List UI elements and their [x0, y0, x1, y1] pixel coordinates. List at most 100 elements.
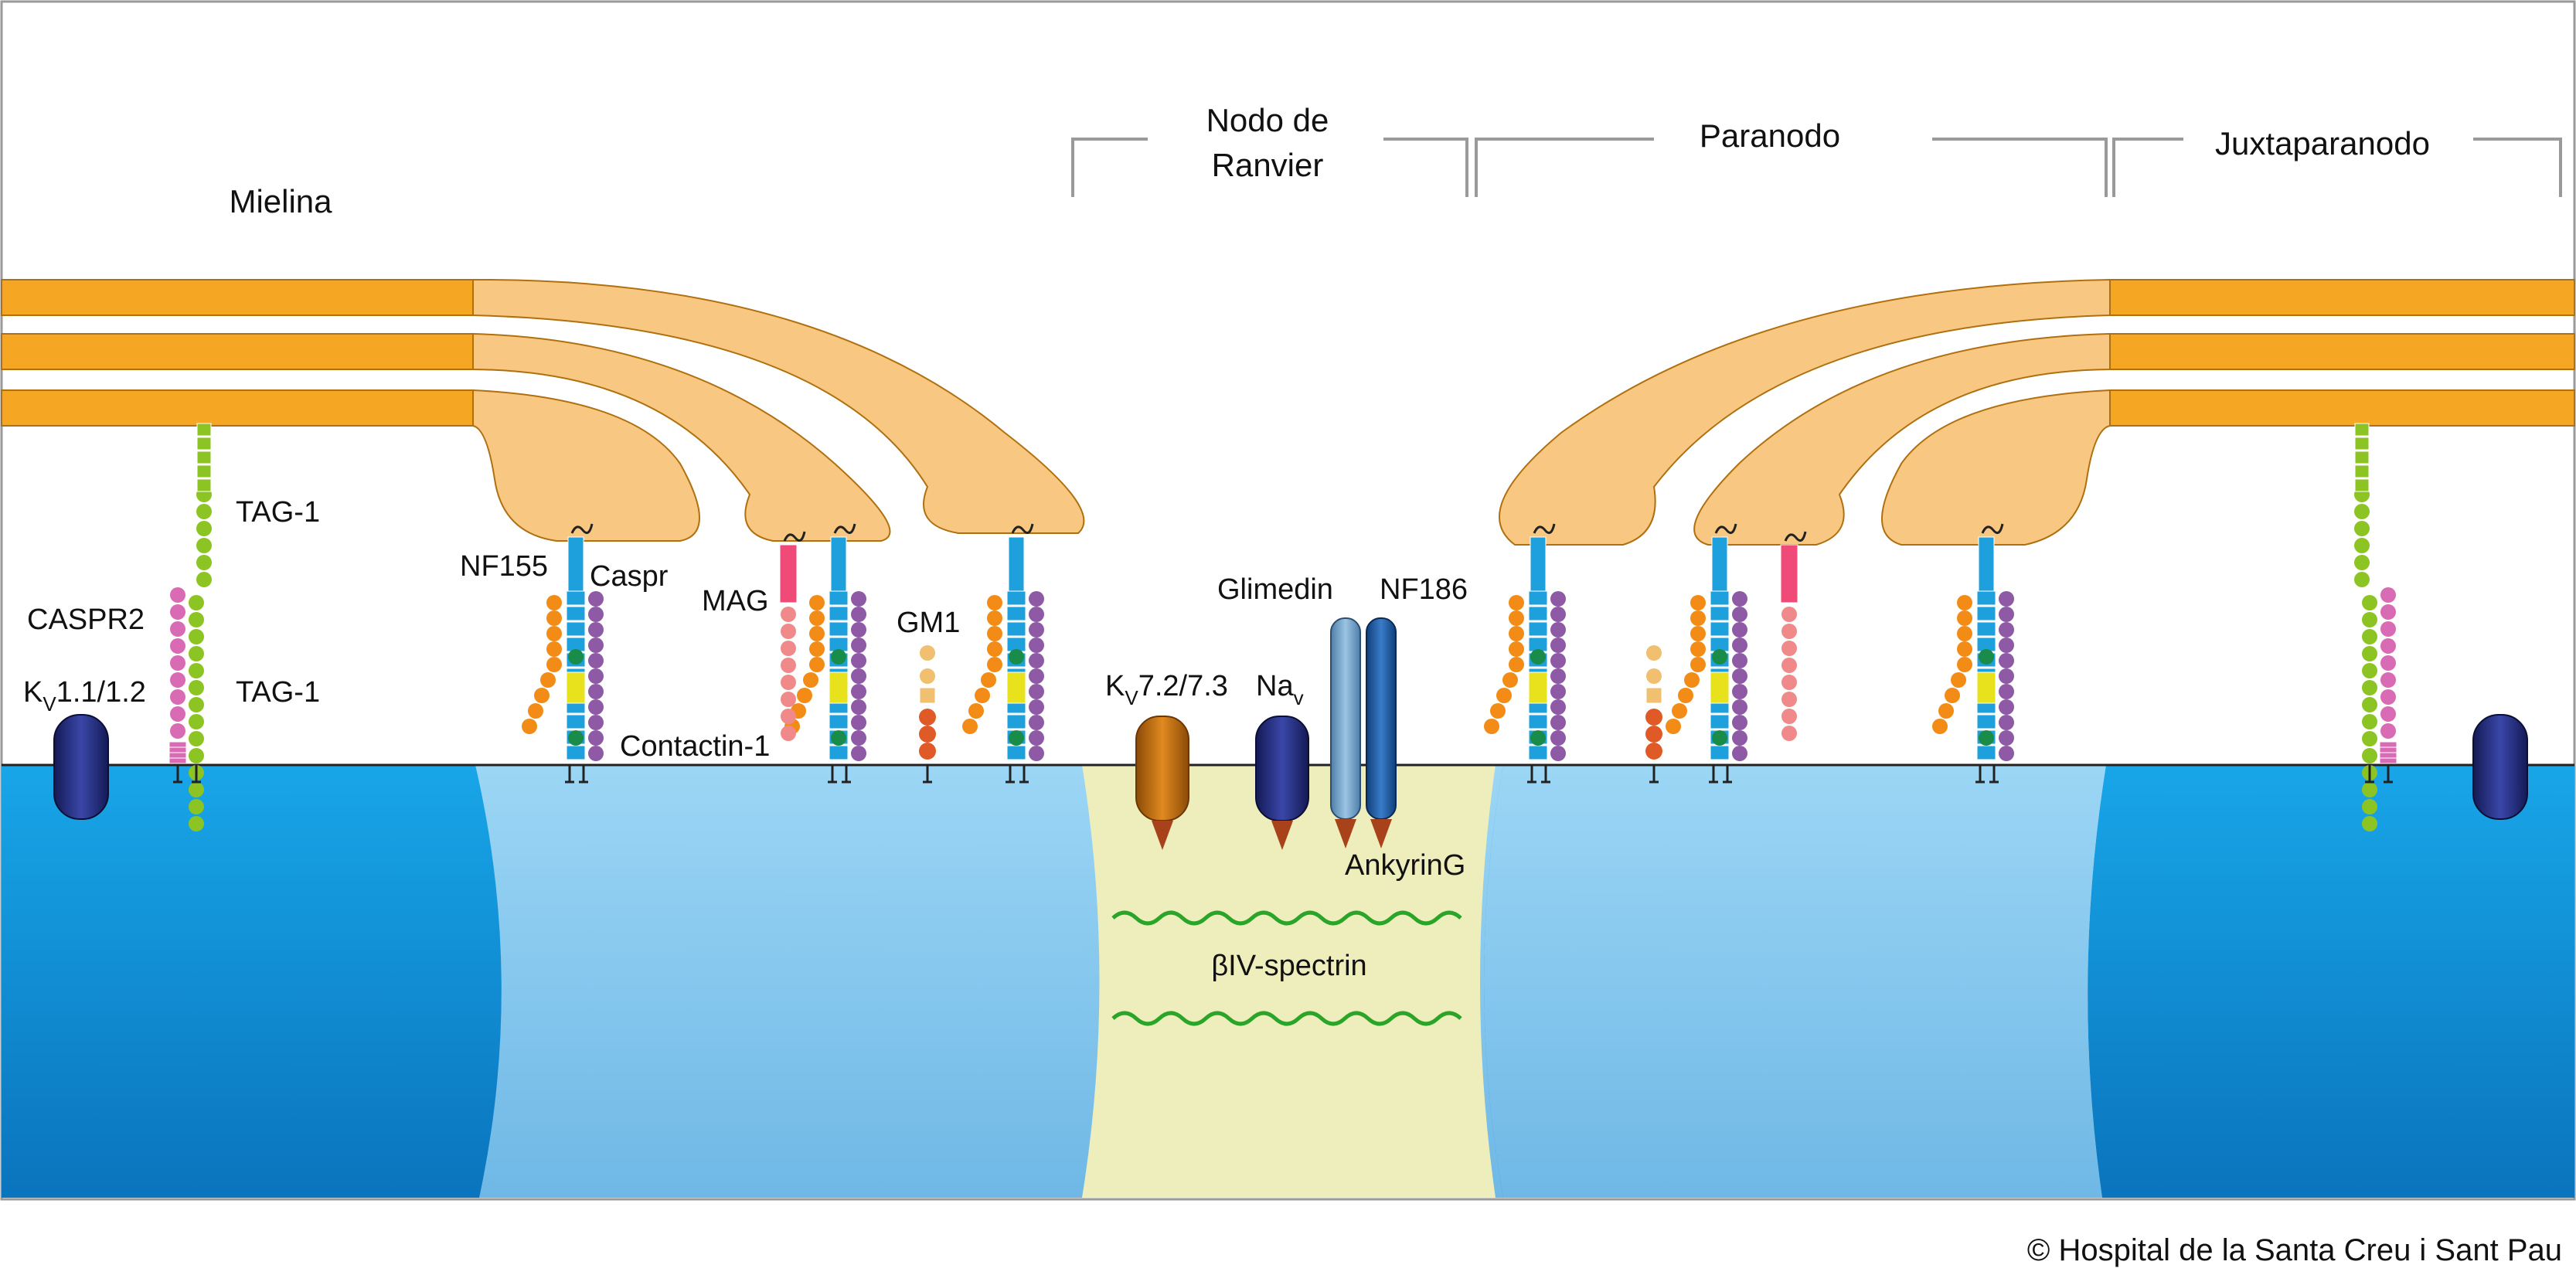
- gm1-sugar: [920, 645, 935, 661]
- nf155-link: [1714, 523, 1737, 535]
- tag1-anchor: [192, 765, 201, 784]
- caspr-chain: [1006, 714, 1026, 729]
- mag-domain: [1781, 709, 1797, 724]
- caspr-domain: [851, 730, 866, 746]
- caspr-domain: [1550, 622, 1566, 638]
- nf186-molecule: [1366, 617, 1397, 848]
- caspr-domain: [1999, 653, 2014, 668]
- tag1-domain: [2362, 595, 2377, 610]
- tag1-domain: [2362, 663, 2377, 678]
- caspr2-stalk: [168, 746, 187, 753]
- tag1-anchor: [2365, 765, 2374, 784]
- tag1-glial-stalk: [196, 423, 212, 437]
- caspr2-domain: [2380, 655, 2396, 671]
- tag1-glial-stalk: [2354, 464, 2370, 478]
- contactin-anchor: [1989, 765, 1999, 784]
- caspr-anchor: [565, 765, 574, 784]
- caspr-domain: [1029, 653, 1044, 668]
- caspr2-anchor: [2384, 765, 2393, 784]
- contactin-domain: [1509, 657, 1524, 672]
- caspr2-stalk: [2379, 757, 2397, 764]
- caspr-domain: [1550, 653, 1566, 668]
- gm1-lipid: [1645, 743, 1662, 760]
- caspr2-stalk: [168, 752, 187, 759]
- kv72-channel: [1135, 716, 1189, 850]
- contactin-domain: [809, 641, 825, 657]
- tag1-domain: [189, 799, 204, 814]
- nf155-stalk: [1008, 536, 1025, 592]
- gm1-anchor: [923, 765, 932, 784]
- caspr-domain: [588, 730, 604, 746]
- caspr-domain: [1732, 746, 1747, 761]
- contactin-domain: [987, 610, 1002, 626]
- contactin-domain: [1684, 672, 1700, 688]
- nf155-link: [1533, 523, 1556, 535]
- contactin-domain: [540, 672, 556, 688]
- caspr-chain: [1528, 606, 1548, 621]
- caspr-chain: [1528, 590, 1548, 606]
- caspr-domain: [851, 622, 866, 638]
- mag-domain: [1781, 641, 1797, 656]
- caspr-domain: [1550, 638, 1566, 653]
- tag1-domain: [189, 663, 204, 678]
- tag1-glial-domain: [2354, 504, 2370, 519]
- caspr-domain: [1999, 622, 2014, 638]
- mag-domain: [781, 709, 796, 724]
- contactin-domain: [981, 672, 996, 688]
- nf186-label: NF186: [1380, 573, 1468, 606]
- caspr-domain: [1029, 607, 1044, 622]
- contactin-domain: [809, 610, 825, 626]
- mag-domain: [781, 675, 796, 690]
- gm1-lipid: [919, 726, 936, 743]
- caspr-domain: [1732, 622, 1747, 638]
- myelin-label: Mielina: [229, 183, 332, 219]
- mag-stalk: [1780, 544, 1798, 604]
- contactin-domain: [987, 641, 1002, 657]
- contactin-anchor: [1019, 765, 1029, 784]
- juxta-bracket-right: [2473, 138, 2562, 197]
- caspr-chain: [1976, 590, 1996, 606]
- contactin-domain: [1690, 657, 1706, 672]
- contactin-domain: [1951, 672, 1966, 688]
- caspr-chain: [1006, 606, 1026, 621]
- caspr-domain: [851, 668, 866, 684]
- figure-frame: [0, 0, 2576, 1201]
- contactin-domain: [534, 688, 550, 703]
- caspr-chain: [1006, 621, 1026, 637]
- caspr-domain: [1732, 684, 1747, 699]
- contactin-anchor: [1541, 765, 1550, 784]
- contactin-domain: [975, 688, 990, 703]
- paranode-label: Paranodo: [1700, 117, 1840, 154]
- caspr-domain: [1550, 607, 1566, 622]
- contactin-domain: [546, 610, 562, 626]
- paranode-bracket-right: [1932, 138, 2108, 197]
- caspr-domain: [1999, 591, 2014, 607]
- caspr-anchor: [1975, 765, 1985, 784]
- glimedin-molecule: [1330, 617, 1361, 848]
- caspr-anchor: [1006, 765, 1015, 784]
- caspr-domain: [1999, 638, 2014, 653]
- contactin-domain: [1690, 595, 1706, 610]
- caspr2-domain: [170, 587, 185, 603]
- contactin-domain: [797, 688, 812, 703]
- contactin-domain: [987, 657, 1002, 672]
- node-bracket-left: [1071, 138, 1148, 197]
- caspr-domain: [588, 591, 604, 607]
- caspr-motif: [831, 730, 846, 746]
- caspr2-stalk: [168, 757, 187, 764]
- contactin-domain: [546, 641, 562, 657]
- tag1-domain: [2362, 799, 2377, 814]
- myelin-left: [1, 278, 1085, 542]
- tag1-glial-domain: [196, 538, 212, 553]
- contactin-anchor: [579, 765, 588, 784]
- contactin-domain: [1502, 672, 1518, 688]
- tag1-glial-domain: [2354, 538, 2370, 553]
- kv72-label: KV7.2/7.3: [1105, 670, 1228, 709]
- caspr-anchor: [828, 765, 837, 784]
- contactin-domain: [1690, 641, 1706, 657]
- caspr2-domain: [170, 723, 185, 739]
- tag1-domain: [189, 748, 204, 763]
- tag1-glial-stalk: [196, 450, 212, 464]
- tag1-domain: [189, 816, 204, 831]
